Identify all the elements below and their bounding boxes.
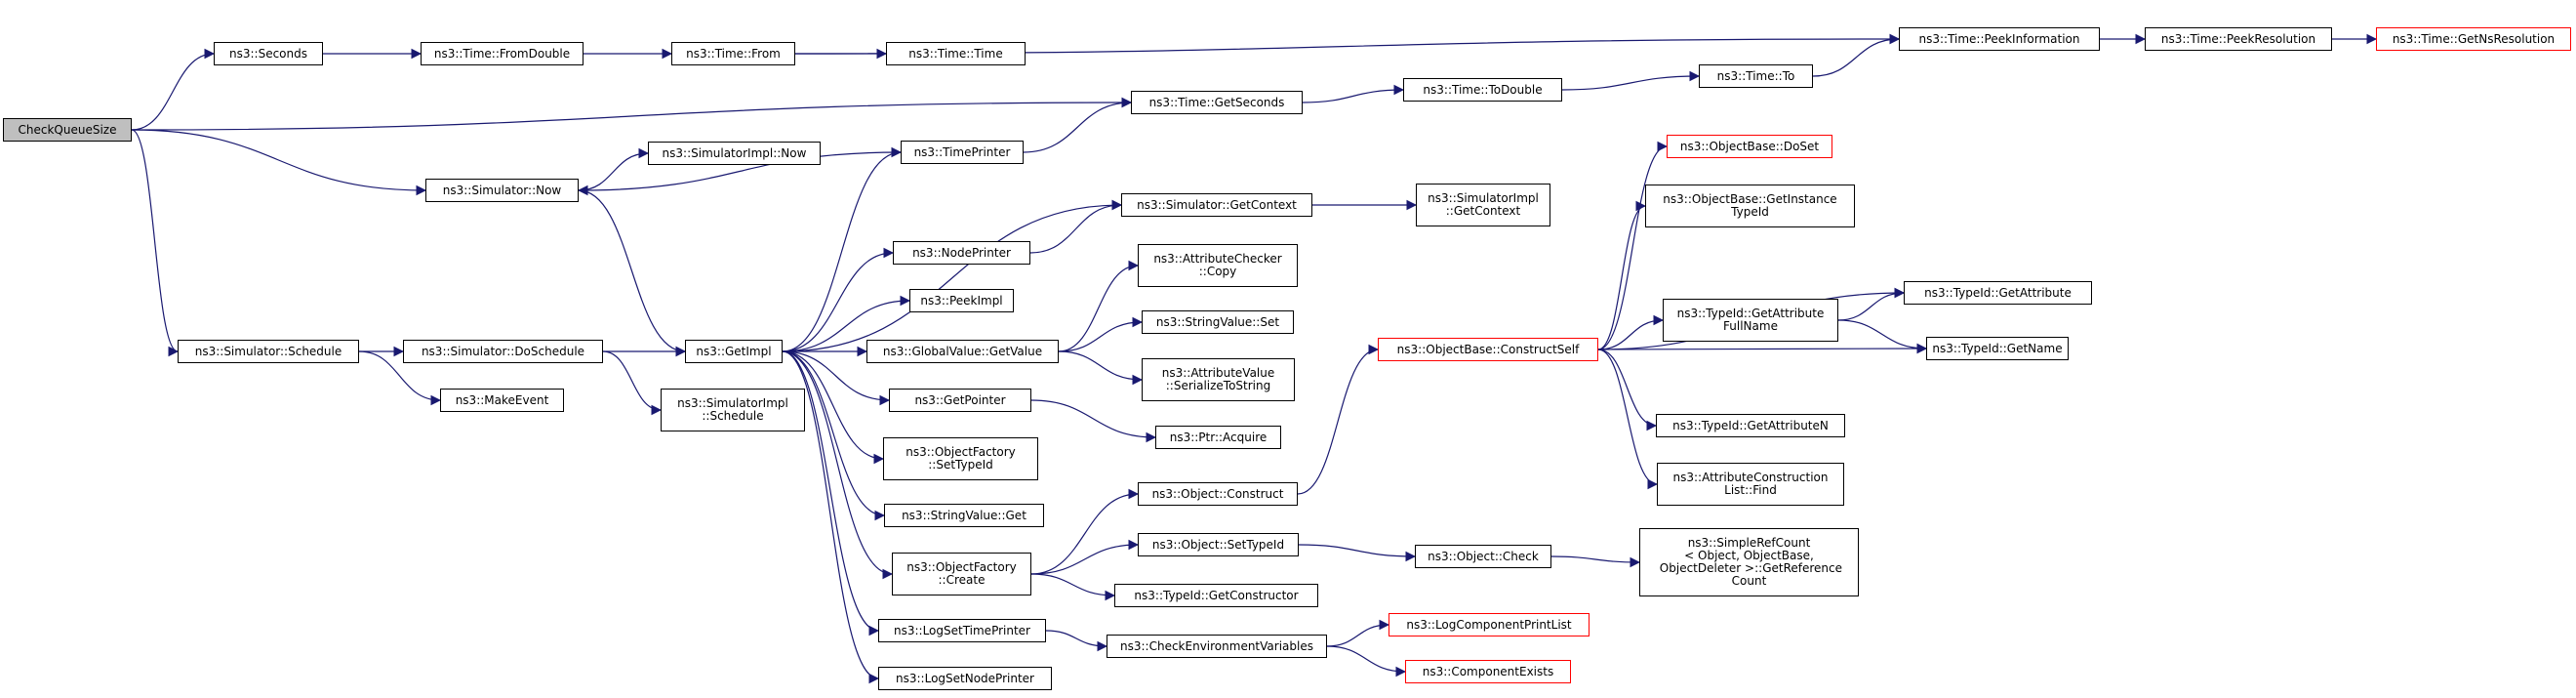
node-type-id-get-attribute-full-name[interactable]: ns3::TypeId::GetAttribute FullName: [1663, 299, 1838, 342]
node-string-value-get[interactable]: ns3::StringValue::Get: [884, 504, 1044, 527]
node-make-event[interactable]: ns3::MakeEvent: [440, 389, 564, 412]
node-simulator-schedule[interactable]: ns3::Simulator::Schedule: [178, 340, 359, 363]
node-time-peek-information[interactable]: ns3::Time::PeekInformation: [1899, 27, 2100, 51]
edge-get_impl-to-string_value_get: [782, 350, 886, 521]
node-string-value-set[interactable]: ns3::StringValue::Set: [1142, 310, 1294, 334]
node-check-environment-variables[interactable]: ns3::CheckEnvironmentVariables: [1107, 635, 1327, 658]
node-type-id-get-attribute-n[interactable]: ns3::TypeId::GetAttributeN: [1656, 414, 1845, 437]
node-log-component-print-list[interactable]: ns3::LogComponentPrintList: [1389, 613, 1590, 636]
edge-global_value_get_value-to-string_value_set: [1058, 316, 1144, 352]
edge-get_impl-to-time_printer: [782, 146, 903, 352]
edge-global_value_get_value-to-attribute_value_serialize: [1058, 350, 1144, 386]
node-time-get-ns-resolution[interactable]: ns3::Time::GetNsResolution: [2376, 27, 2571, 51]
node-object-factory-set-type-id[interactable]: ns3::ObjectFactory ::SetTypeId: [883, 437, 1038, 480]
node-attribute-checker-copy[interactable]: ns3::AttributeChecker ::Copy: [1138, 244, 1298, 287]
edge-time_to-to-time_peek_information: [1812, 33, 1901, 77]
edge-check_queue_size-to-time_get_seconds: [131, 97, 1133, 131]
node-time-from-double[interactable]: ns3::Time::FromDouble: [421, 42, 584, 65]
node-object-set-type-id[interactable]: ns3::Object::SetTypeId: [1138, 533, 1299, 556]
edge-get_impl-to-node_printer: [782, 247, 895, 352]
edge-check_queue_size-to-simulator_now: [131, 129, 427, 196]
edge-check_queue_size-to-seconds: [131, 48, 216, 131]
node-time-get-seconds[interactable]: ns3::Time::GetSeconds: [1131, 91, 1303, 114]
node-type-id-get-attribute[interactable]: ns3::TypeId::GetAttribute: [1904, 281, 2092, 305]
edge-time_printer-to-simulator_now: [577, 151, 902, 196]
edge-object_base_construct_self-to-object_base_get_instance_type_id: [1597, 200, 1647, 350]
node-time-printer[interactable]: ns3::TimePrinter: [901, 141, 1024, 164]
edge-object_check-to-simple_ref_count: [1550, 555, 1641, 568]
node-simulator-impl-get-context[interactable]: ns3::SimulatorImpl ::GetContext: [1416, 184, 1550, 226]
edge-check_queue_size-to-simulator_schedule: [131, 129, 180, 357]
node-peek-impl[interactable]: ns3::PeekImpl: [909, 289, 1014, 312]
node-node-printer[interactable]: ns3::NodePrinter: [893, 241, 1030, 265]
node-time-peek-resolution[interactable]: ns3::Time::PeekResolution: [2145, 27, 2332, 51]
node-attribute-value-serialize[interactable]: ns3::AttributeValue ::SerializeToString: [1142, 358, 1295, 401]
edge-simulator_schedule-to-make_event: [358, 350, 442, 406]
node-object-factory-create[interactable]: ns3::ObjectFactory ::Create: [892, 553, 1031, 595]
node-seconds[interactable]: ns3::Seconds: [214, 42, 323, 65]
node-object-base-construct-self[interactable]: ns3::ObjectBase::ConstructSelf: [1378, 338, 1598, 361]
node-object-base-do-set[interactable]: ns3::ObjectBase::DoSet: [1667, 135, 1832, 158]
edge-get_impl-to-get_pointer: [782, 350, 891, 406]
edge-type_id_get_attribute_full_name-to-type_id_get_name: [1837, 319, 1928, 354]
edge-log_set_time_printer-to-check_environment_variables: [1045, 630, 1108, 652]
edge-get_impl-to-object_factory_set_type_id: [782, 350, 885, 465]
node-time-to[interactable]: ns3::Time::To: [1699, 64, 1813, 88]
edge-object_base_construct_self-to-attribute_construction_list_find: [1597, 349, 1659, 490]
edge-time_printer-to-time_get_seconds: [1023, 97, 1133, 153]
edge-get_impl-to-object_factory_create: [782, 350, 894, 580]
node-global-value-get-value[interactable]: ns3::GlobalValue::GetValue: [866, 340, 1059, 363]
edge-object_factory_create-to-type_id_get_constructor: [1030, 573, 1116, 601]
edge-object_factory_create-to-object_set_type_id: [1030, 539, 1140, 575]
edge-get_impl-to-log_set_node_printer: [782, 350, 880, 684]
node-object-base-get-instance-type-id[interactable]: ns3::ObjectBase::GetInstance TypeId: [1645, 185, 1855, 227]
node-time-from[interactable]: ns3::Time::From: [671, 42, 795, 65]
node-simple-ref-count[interactable]: ns3::SimpleRefCount < Object, ObjectBase…: [1639, 528, 1859, 596]
node-simulator-do-schedule[interactable]: ns3::Simulator::DoSchedule: [403, 340, 603, 363]
node-type-id-get-name[interactable]: ns3::TypeId::GetName: [1926, 337, 2069, 360]
node-get-impl[interactable]: ns3::GetImpl: [685, 340, 783, 363]
edge-time_to_double-to-time_to: [1561, 70, 1701, 91]
edge-check_environment_variables-to-log_component_print_list: [1326, 619, 1390, 647]
node-simulator-get-context[interactable]: ns3::Simulator::GetContext: [1121, 193, 1312, 217]
edge-get_impl-to-log_set_time_printer: [782, 350, 880, 636]
node-log-set-node-printer[interactable]: ns3::LogSetNodePrinter: [878, 667, 1052, 690]
edge-simulator_now-to-simulator_impl_now: [578, 147, 650, 191]
edge-object_base_construct_self-to-type_id_get_attribute_n: [1597, 349, 1658, 431]
node-log-set-time-printer[interactable]: ns3::LogSetTimePrinter: [878, 619, 1046, 642]
node-time-to-double[interactable]: ns3::Time::ToDouble: [1403, 78, 1562, 102]
edge-check_environment_variables-to-component_exists: [1326, 645, 1407, 677]
node-simulator-impl-schedule[interactable]: ns3::SimulatorImpl ::Schedule: [661, 389, 805, 431]
edge-get_impl-to-peek_impl: [782, 295, 911, 352]
node-attribute-construction-list-find[interactable]: ns3::AttributeConstruction List::Find: [1657, 463, 1844, 506]
edge-object_set_type_id-to-object_check: [1298, 544, 1417, 562]
node-ptr-acquire[interactable]: ns3::Ptr::Acquire: [1155, 426, 1281, 449]
node-simulator-now[interactable]: ns3::Simulator::Now: [425, 179, 579, 202]
node-simulator-impl-now[interactable]: ns3::SimulatorImpl::Now: [648, 142, 821, 165]
edge-simulator_do_schedule-to-simulator_impl_schedule: [602, 350, 663, 416]
edge-object_factory_create-to-object_construct: [1030, 488, 1140, 575]
edge-object_construct-to-object_base_construct_self: [1297, 344, 1380, 495]
edge-object_base_construct_self-to-type_id_get_attribute_full_name: [1597, 314, 1665, 350]
node-object-construct[interactable]: ns3::Object::Construct: [1138, 482, 1298, 506]
edge-time_get_seconds-to-time_to_double: [1302, 84, 1405, 103]
edge-type_id_get_attribute_full_name-to-type_id_get_attribute: [1837, 287, 1906, 321]
edge-get_impl-to-simulator_get_context: [782, 199, 1123, 352]
node-object-check[interactable]: ns3::Object::Check: [1415, 545, 1551, 568]
node-check-queue-size: CheckQueueSize: [3, 118, 132, 142]
edge-get_pointer-to-ptr_acquire: [1030, 399, 1157, 443]
node-get-pointer[interactable]: ns3::GetPointer: [889, 389, 1031, 412]
node-component-exists[interactable]: ns3::ComponentExists: [1405, 660, 1571, 683]
edge-object_base_construct_self-to-object_base_do_set: [1597, 141, 1669, 350]
edge-simulator_now-to-get_impl: [578, 189, 687, 357]
node-type-id-get-constructor[interactable]: ns3::TypeId::GetConstructor: [1114, 584, 1318, 607]
node-time-time[interactable]: ns3::Time::Time: [886, 42, 1026, 65]
edge-global_value_get_value-to-attribute_checker_copy: [1058, 260, 1140, 352]
edge-node_printer-to-simulator_get_context: [1029, 199, 1123, 254]
